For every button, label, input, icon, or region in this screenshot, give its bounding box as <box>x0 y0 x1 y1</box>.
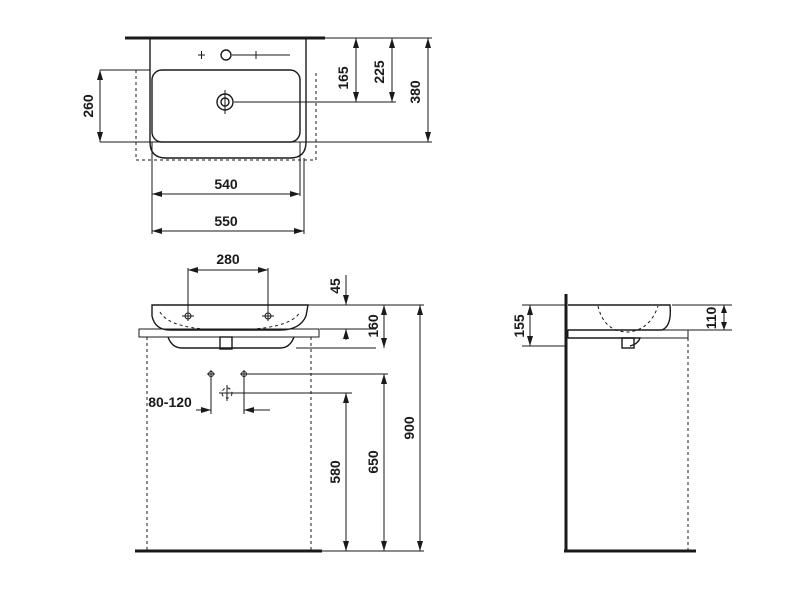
drain-front <box>219 336 233 350</box>
bowl-front-hidden <box>159 311 301 331</box>
dim-label-155: 155 <box>511 314 527 338</box>
arrow <box>381 338 387 348</box>
tap-marker-right <box>262 311 274 321</box>
arrow <box>527 305 533 315</box>
dim-label-650: 650 <box>365 450 381 474</box>
waste-connection <box>219 385 235 401</box>
tap-hole <box>220 49 232 61</box>
side-view: 155 110 <box>511 294 732 553</box>
cabinet-outline <box>146 337 312 550</box>
arrow <box>425 38 431 48</box>
dim-label-165: 165 <box>335 66 351 90</box>
arrow <box>721 322 727 330</box>
arrow <box>294 228 304 234</box>
arrow <box>152 191 162 197</box>
arrow <box>425 132 431 142</box>
bowl-side-hidden <box>597 305 659 333</box>
arrow <box>201 407 211 413</box>
arrow <box>417 305 423 315</box>
arrow <box>381 305 387 315</box>
dim-label-260: 260 <box>80 94 96 118</box>
arrow <box>721 305 727 313</box>
dim-label-80-120: 80-120 <box>148 394 192 410</box>
dim-label-540: 540 <box>214 176 238 192</box>
arrow <box>188 267 198 273</box>
arrow <box>343 329 349 339</box>
dim-label-160: 160 <box>365 314 381 338</box>
dim-label-225: 225 <box>371 60 387 84</box>
basin-outline-top <box>149 38 307 159</box>
arrow <box>343 393 349 403</box>
water-connection-left <box>207 370 215 378</box>
arrow <box>152 228 162 234</box>
arrow <box>353 92 359 102</box>
water-connection-right <box>240 370 248 378</box>
dim-label-45: 45 <box>327 278 343 294</box>
arrow <box>417 541 423 551</box>
basin-side <box>568 304 672 331</box>
dim-label-380: 380 <box>407 80 423 104</box>
arrow <box>389 38 395 48</box>
arrow <box>343 541 349 551</box>
arrow <box>244 407 254 413</box>
arrow <box>343 295 349 305</box>
dim-label-580: 580 <box>327 460 343 484</box>
top-view: 260 165 225 380 540 550 <box>80 36 432 234</box>
arrow <box>381 541 387 551</box>
basin-underside-side <box>568 337 641 347</box>
arrow <box>258 267 268 273</box>
arrow <box>381 374 387 384</box>
countertop-side <box>567 329 689 339</box>
arrow <box>290 191 300 197</box>
arrow <box>97 132 103 142</box>
dim-label-110: 110 <box>703 306 719 329</box>
vanity-outline-top <box>135 70 317 161</box>
arrow <box>389 92 395 102</box>
dim-label-900: 900 <box>401 416 417 440</box>
basin-front <box>151 304 309 331</box>
arrow <box>353 38 359 48</box>
basin-underside <box>167 336 295 349</box>
dim-label-280: 280 <box>216 251 240 267</box>
drain-side <box>621 337 635 349</box>
arrow <box>527 336 533 346</box>
dim-label-550: 550 <box>214 213 238 229</box>
tap-marker-left <box>182 311 194 321</box>
arrow <box>97 70 103 80</box>
front-view: 280 <box>135 251 424 553</box>
